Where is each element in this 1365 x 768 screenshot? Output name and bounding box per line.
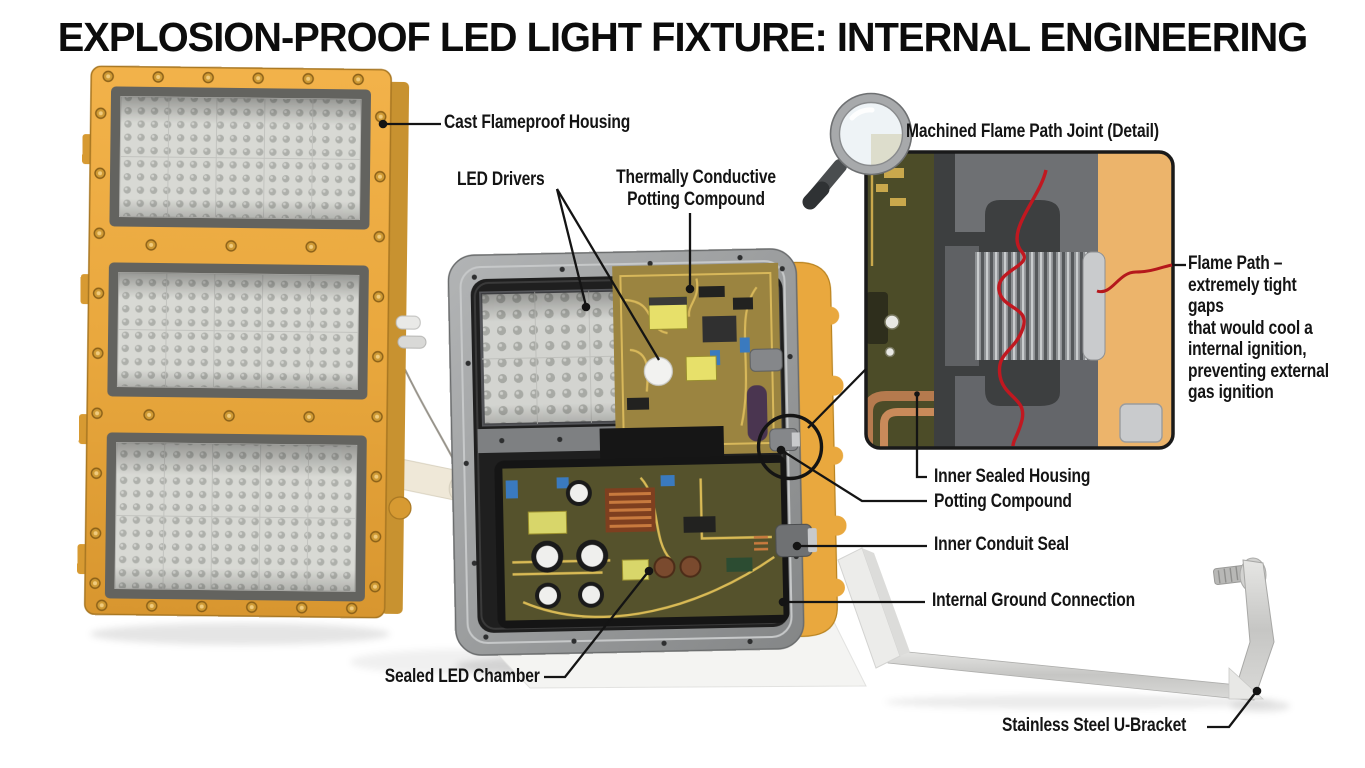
fixture-front-illustration bbox=[77, 65, 480, 619]
label-inner-sealed-housing: Inner Sealed Housing bbox=[934, 465, 1091, 487]
top-driver-pcb bbox=[612, 262, 783, 457]
led-driver-disc bbox=[643, 356, 673, 386]
leader-lines bbox=[383, 122, 1257, 729]
label-flame-path-note: Flame Path – extremely tight gaps that w… bbox=[1188, 252, 1329, 403]
label-sealed-led-chamber: Sealed LED Chamber bbox=[385, 665, 540, 687]
label-internal-ground-connection: Internal Ground Connection bbox=[932, 589, 1135, 611]
flame-path-line bbox=[997, 169, 1048, 447]
label-inner-conduit-seal: Inner Conduit Seal bbox=[934, 533, 1069, 555]
label-led-drivers: LED Drivers bbox=[457, 168, 545, 190]
internal-assembly-illustration bbox=[447, 248, 847, 656]
u-bracket-illustration bbox=[837, 547, 1275, 701]
detail-inset bbox=[864, 150, 1175, 450]
bottom-power-pcb bbox=[494, 454, 790, 629]
leader-dots bbox=[378, 119, 1262, 696]
detail-inset-border bbox=[864, 150, 1175, 450]
detail-inset-content bbox=[866, 152, 1173, 448]
label-potting-compound: Potting Compound bbox=[934, 490, 1072, 512]
label-thermally-conductive-potting: Thermally Conductive Potting Compound bbox=[616, 166, 776, 210]
magnifying-glass-icon bbox=[802, 92, 913, 210]
label-stainless-steel-u-bracket: Stainless Steel U-Bracket bbox=[1002, 714, 1187, 736]
label-cast-flameproof-housing: Cast Flameproof Housing bbox=[444, 111, 631, 133]
page-title: EXPLOSION-PROOF LED LIGHT FIXTURE: INTER… bbox=[57, 14, 1309, 60]
label-machined-flame-path-joint: Machined Flame Path Joint (Detail) bbox=[906, 120, 1159, 142]
led-chamber-panel bbox=[479, 288, 647, 427]
flame-path-leader bbox=[1096, 263, 1173, 294]
detail-circle-annotation bbox=[756, 413, 824, 481]
